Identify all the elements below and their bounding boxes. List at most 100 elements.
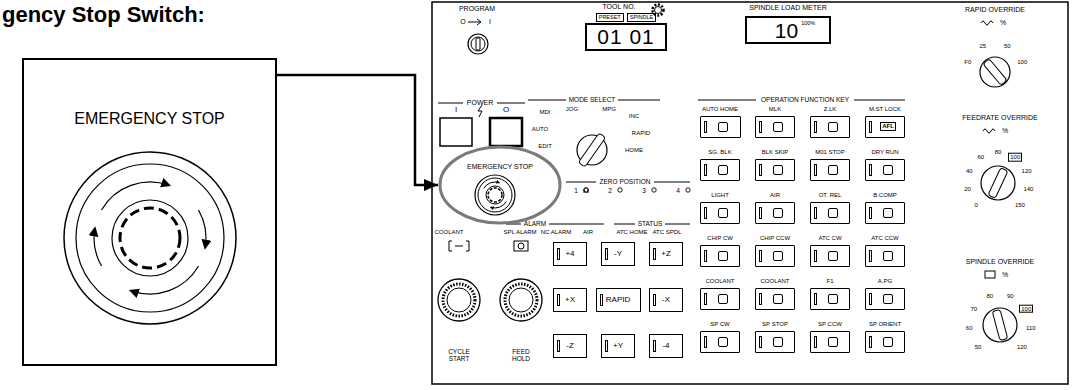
key-label: AUTO HOME	[702, 106, 738, 113]
zero-lamp	[652, 188, 656, 192]
scale-number: 80	[995, 149, 1002, 156]
label-anchor: %	[1000, 19, 1006, 27]
panel-label: POWER	[467, 99, 493, 107]
function-key: SG. BLK	[700, 149, 740, 181]
rotation-arrow	[484, 182, 500, 188]
lamp-slot	[704, 293, 707, 305]
hold-icon	[514, 241, 528, 251]
scale-number: 50	[1004, 42, 1011, 49]
rotation-arrow	[131, 266, 199, 294]
panel-label: COOLANT	[434, 229, 463, 236]
function-key: SP CW	[700, 321, 740, 353]
key-body	[865, 245, 905, 267]
label-anchor: COOLANT	[434, 229, 463, 236]
feed-dial-pointer	[988, 168, 1008, 199]
function-key: COOLANT	[700, 278, 740, 310]
label-anchor: STATUS	[638, 220, 663, 227]
jog-button: -4	[649, 334, 683, 358]
connector-arrow	[277, 75, 438, 185]
key-body	[755, 159, 795, 181]
label-anchor: INC	[629, 113, 639, 120]
key-label: LIGHT	[711, 192, 729, 199]
display-digits: 10	[775, 18, 798, 43]
label-anchor: ATC HOME	[616, 229, 647, 236]
lamp-slot	[814, 207, 817, 219]
lamp-slot	[557, 294, 560, 306]
label-anchor: JOG	[566, 106, 578, 113]
label-anchor: NC ALARM	[541, 229, 572, 236]
panel-label: %	[1002, 127, 1008, 135]
label-anchor: 60	[966, 325, 973, 332]
scale-number: 100	[1008, 153, 1022, 162]
lamp-slot	[814, 121, 817, 133]
key-label: DRY RUN	[871, 149, 898, 156]
function-key: SP ORIENT	[865, 321, 905, 353]
mode-dial-pointer	[578, 133, 605, 167]
key-icon	[718, 337, 728, 347]
key-label: ATC CW	[818, 235, 841, 242]
label-anchor: 20	[964, 186, 971, 193]
lamp-slot	[869, 250, 872, 262]
key-body	[755, 116, 795, 138]
label-anchor: I	[455, 106, 457, 115]
lamp-slot	[869, 164, 872, 176]
label-anchor: POWER	[467, 99, 493, 107]
key-label: AIR	[770, 192, 780, 199]
jog-button: +X	[553, 288, 587, 312]
panel-label: STATUS	[638, 220, 663, 227]
zero-lamp	[686, 188, 690, 192]
scale-number: 0	[974, 202, 977, 209]
key-face	[707, 122, 740, 132]
function-key: CHIP CW	[700, 235, 740, 267]
zero-lamp	[584, 188, 588, 192]
display-heading: TOOL NO.	[602, 3, 635, 11]
key-switch	[471, 37, 485, 51]
key-body	[700, 245, 740, 267]
panel-label: OPERATION FUNCTION KEY	[761, 96, 849, 103]
lamp-slot	[759, 164, 762, 176]
panel-label: 3	[642, 187, 646, 194]
highlight-ellipse: EMERGENCY STOP	[438, 145, 562, 225]
lamp-slot	[653, 248, 656, 260]
button-caption: FEED HOLD	[507, 348, 535, 362]
button-knurl	[443, 284, 475, 316]
label-anchor: 50	[1004, 42, 1011, 49]
function-key: CHIP CCW	[755, 235, 795, 267]
function-key: AIR	[755, 192, 795, 224]
label-anchor: 25	[979, 42, 986, 49]
key-label: CHIP CW	[707, 235, 733, 242]
button-face	[447, 288, 471, 312]
label-anchor: 40	[966, 168, 973, 175]
key-icon	[828, 294, 838, 304]
key-label: SG. BLK	[708, 149, 731, 156]
key-label: COOLANT	[705, 278, 734, 285]
key-legend: AFL	[880, 122, 896, 131]
label-anchor: 100	[1008, 153, 1022, 162]
lamp-slot	[869, 121, 872, 133]
function-key: OT. REL	[810, 192, 850, 224]
label-anchor: 1	[574, 187, 578, 194]
push-button-drawing	[498, 238, 544, 362]
function-key: SP STOP	[755, 321, 795, 353]
key-switch	[468, 34, 488, 54]
spindle-dial	[983, 308, 1017, 342]
key-face	[817, 294, 849, 304]
panel-label: ALARM	[524, 220, 546, 227]
label-anchor: 140	[1023, 186, 1033, 193]
zero-lamp	[618, 188, 622, 192]
label-anchor: 0	[974, 202, 977, 209]
jog-button: +Y	[601, 334, 635, 358]
key-body	[865, 202, 905, 224]
key-face	[872, 208, 904, 218]
rapid-symbol	[981, 21, 993, 25]
display-heading: SPINDLE LOAD METER	[749, 4, 826, 12]
lightning-symbol	[478, 105, 482, 117]
label-anchor: 100	[1019, 304, 1033, 313]
switch-notched-ring	[120, 208, 180, 268]
lamp-slot	[600, 294, 603, 306]
key-body	[700, 202, 740, 224]
key-arrow-symbol	[468, 19, 481, 25]
display-unit: 100%	[801, 20, 815, 26]
lamp-slot	[759, 207, 762, 219]
